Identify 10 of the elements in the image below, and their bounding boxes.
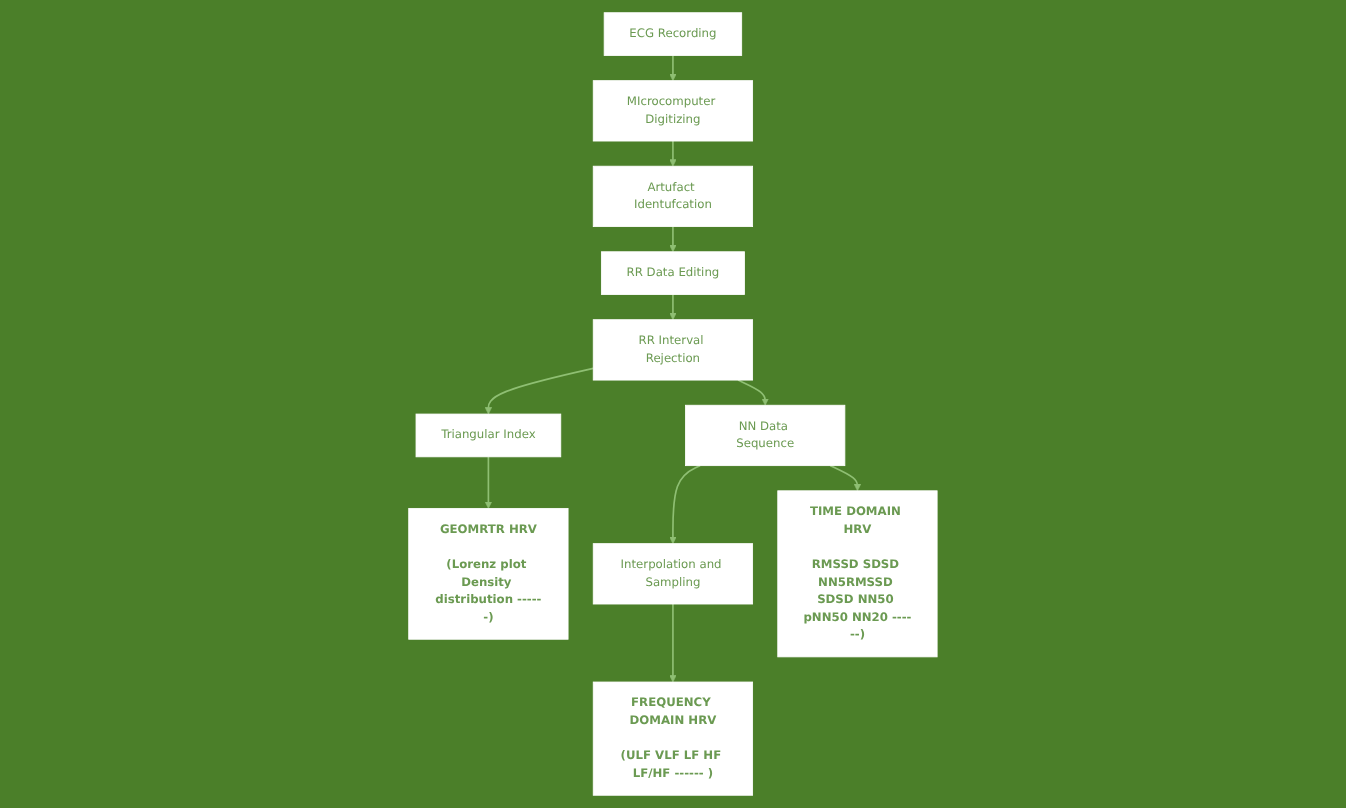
arrow: [484, 456, 493, 509]
arrow: [669, 54, 677, 81]
arrow: [669, 293, 677, 321]
arrow: [669, 464, 701, 544]
arrow: [737, 379, 769, 406]
arrow: [669, 603, 677, 683]
arrow: [669, 140, 677, 167]
arrow: [829, 464, 862, 492]
arrow: [484, 367, 595, 415]
arrow: [669, 225, 677, 253]
